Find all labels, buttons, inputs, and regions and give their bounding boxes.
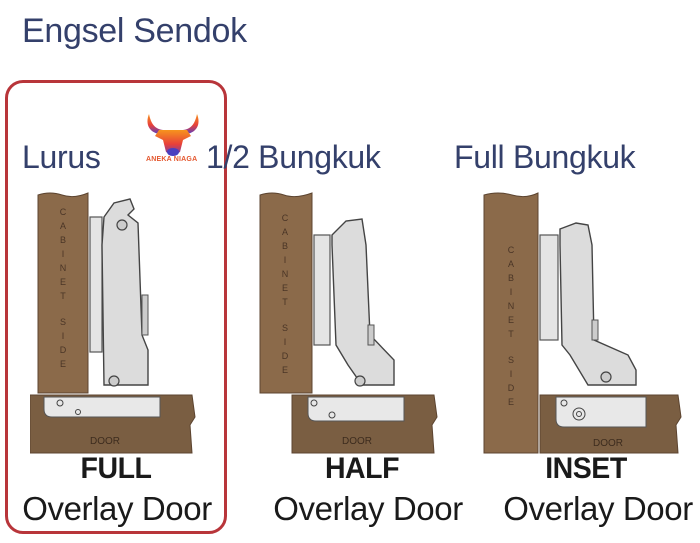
watermark-brand: ANEKA NIAGA — [146, 156, 198, 163]
page-title: Engsel Sendok — [22, 12, 247, 50]
caption-overlay-inset: INSET — [545, 452, 627, 485]
svg-text:DOOR: DOOR — [90, 436, 120, 447]
type-label-full-bungkuk: Full Bungkuk — [454, 139, 636, 175]
bull-head-icon — [147, 114, 199, 156]
selected-highlight-box — [5, 80, 227, 534]
svg-text:DOOR: DOOR — [593, 438, 623, 449]
caption-subtitle-full: Overlay Door — [22, 490, 212, 527]
caption-overlay-full: FULL — [80, 452, 152, 485]
caption-subtitle-inset: Overlay Door — [503, 490, 693, 527]
svg-text:DOOR: DOOR — [342, 436, 372, 447]
type-label-half-bungkuk: 1/2 Bungkuk — [206, 139, 381, 175]
type-label-lurus: Lurus — [22, 139, 101, 175]
caption-overlay-half: HALF — [324, 452, 400, 485]
caption-subtitle-half: Overlay Door — [273, 490, 463, 527]
